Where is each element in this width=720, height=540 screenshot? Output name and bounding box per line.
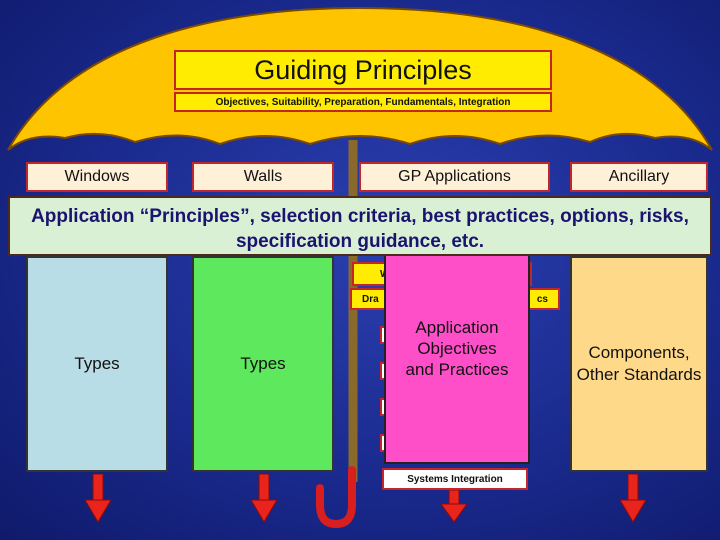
page-title: Guiding Principles bbox=[174, 50, 552, 90]
umbrella-handle bbox=[316, 466, 356, 529]
systems-integration-box: Systems Integration bbox=[382, 468, 528, 490]
column-header-walls: Walls bbox=[192, 162, 334, 192]
down-arrow-icon bbox=[84, 473, 112, 523]
banner-line2: specification guidance, etc. bbox=[235, 231, 485, 252]
down-arrow-icon bbox=[440, 489, 468, 523]
windows-types-label: Types bbox=[74, 354, 120, 373]
ancillary-text-line1: Components, bbox=[588, 343, 690, 362]
pink-line3: and Practices bbox=[405, 359, 509, 379]
gp-box-second-right: cs bbox=[536, 293, 548, 305]
principles-banner: Application “Principles”, selection crit… bbox=[8, 196, 712, 256]
walls-types-label: Types bbox=[240, 354, 286, 373]
page-subtitle: Objectives, Suitability, Preparation, Fu… bbox=[174, 92, 552, 112]
walls-panel: Types bbox=[192, 256, 334, 472]
column-header-gp-applications: GP Applications bbox=[359, 162, 550, 192]
gp-box-second-left: Dra bbox=[362, 293, 379, 305]
ancillary-panel: Components, Other Standards bbox=[570, 256, 708, 472]
down-arrow-icon bbox=[250, 473, 278, 523]
pink-line1: Application bbox=[415, 317, 499, 337]
ancillary-text-line2: Other Standards bbox=[576, 365, 702, 384]
column-header-ancillary: Ancillary bbox=[570, 162, 708, 192]
pink-line2: Objectives bbox=[417, 338, 497, 358]
down-arrow-icon bbox=[619, 473, 647, 523]
application-objectives-panel: Application Objectives and Practices bbox=[384, 232, 530, 464]
column-header-windows: Windows bbox=[26, 162, 168, 192]
banner-line1: Application “Principles”, selection crit… bbox=[31, 206, 689, 227]
windows-panel: Types bbox=[26, 256, 168, 472]
